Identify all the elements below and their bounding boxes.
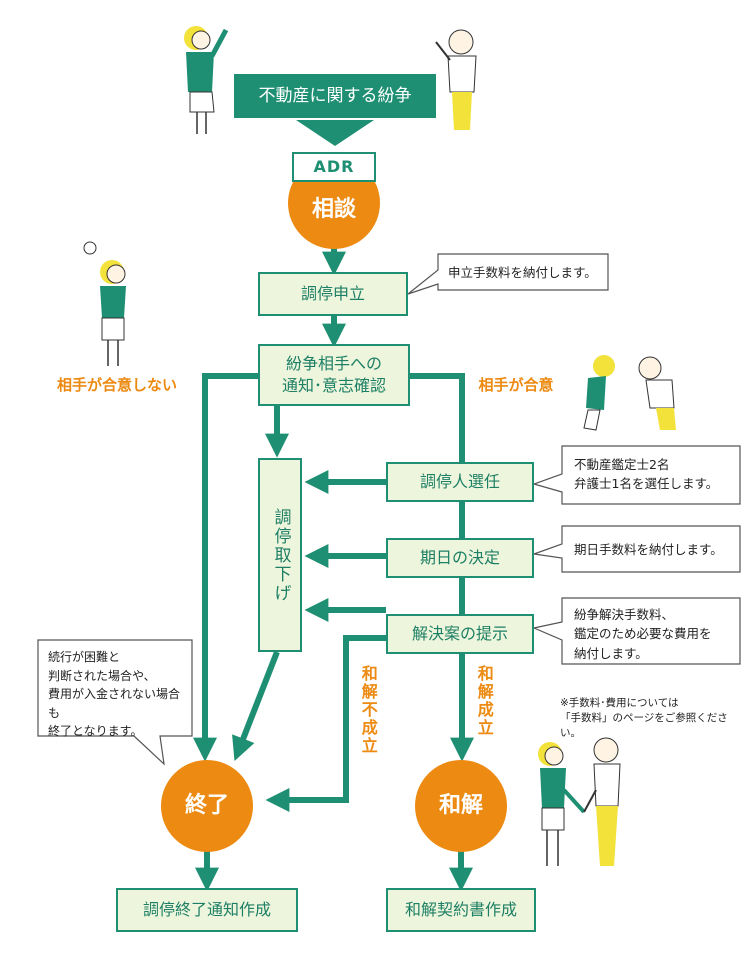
fee-note: ※手数料･費用については 「手数料」のページをご参照ください。 — [560, 697, 728, 740]
end-note: 続行が困難と 判断された場合や、 費用が入金されない場合も 終了となります。 — [48, 650, 181, 739]
apply-note: 申立手数料を納付します。 — [448, 265, 597, 280]
arrow-noagree-end — [193, 373, 258, 762]
person-handshake-illustration — [538, 737, 621, 866]
settle-label: 和解 — [438, 793, 483, 819]
settle-doc-box: 和解契約書作成 — [386, 888, 536, 932]
date-box: 期日の決定 — [386, 538, 534, 578]
person-angry-man-illustration — [435, 29, 477, 130]
proposal-note: 紛争解決手数料、 鑑定のため必要な費用を 納付します。 — [574, 607, 712, 661]
person-bowing-pair-illustration — [583, 355, 676, 431]
withdraw-box: 調停取下げ — [258, 458, 302, 652]
end-doc-box: 調停終了通知作成 — [116, 888, 298, 932]
arrow-fail-end — [265, 635, 388, 812]
arrow-title-down — [296, 120, 374, 146]
end-circle — [161, 760, 253, 852]
end-note-callout — [37, 639, 193, 766]
end-label: 終了 — [184, 793, 229, 819]
person-angry-woman-illustration — [184, 26, 229, 134]
select-note-callout — [532, 445, 741, 505]
proposal-box: 解決案の提示 — [386, 614, 534, 654]
success-label: 和解成立 — [474, 665, 494, 737]
agree-label: 相手が合意 — [478, 375, 554, 394]
title-text: 不動産に関する紛争 — [258, 85, 412, 106]
adr-label: ADR — [292, 152, 376, 182]
confirm-box: 紛争相手への 通知･意志確認 — [258, 344, 410, 406]
title-banner: 不動産に関する紛争 — [234, 74, 436, 118]
date-note-callout — [533, 525, 741, 573]
no-agree-label: 相手が合意しない — [56, 375, 177, 394]
settle-circle — [415, 760, 507, 852]
date-note: 期日手数料を納付します。 — [574, 542, 723, 557]
proposal-note-callout — [532, 597, 741, 665]
apply-box: 調停申立 — [258, 272, 408, 316]
fail-label: 和解不成立 — [358, 665, 378, 755]
apply-note-callout — [407, 253, 609, 295]
select-box: 調停人選任 — [386, 462, 534, 502]
select-note: 不動産鑑定士2名 弁護士1名を選任します。 — [574, 457, 719, 492]
line-agree — [410, 373, 465, 462]
arrow-withdraw-end — [232, 650, 280, 761]
person-worried-woman-illustration — [83, 241, 126, 366]
consult-label: 相談 — [311, 197, 356, 223]
